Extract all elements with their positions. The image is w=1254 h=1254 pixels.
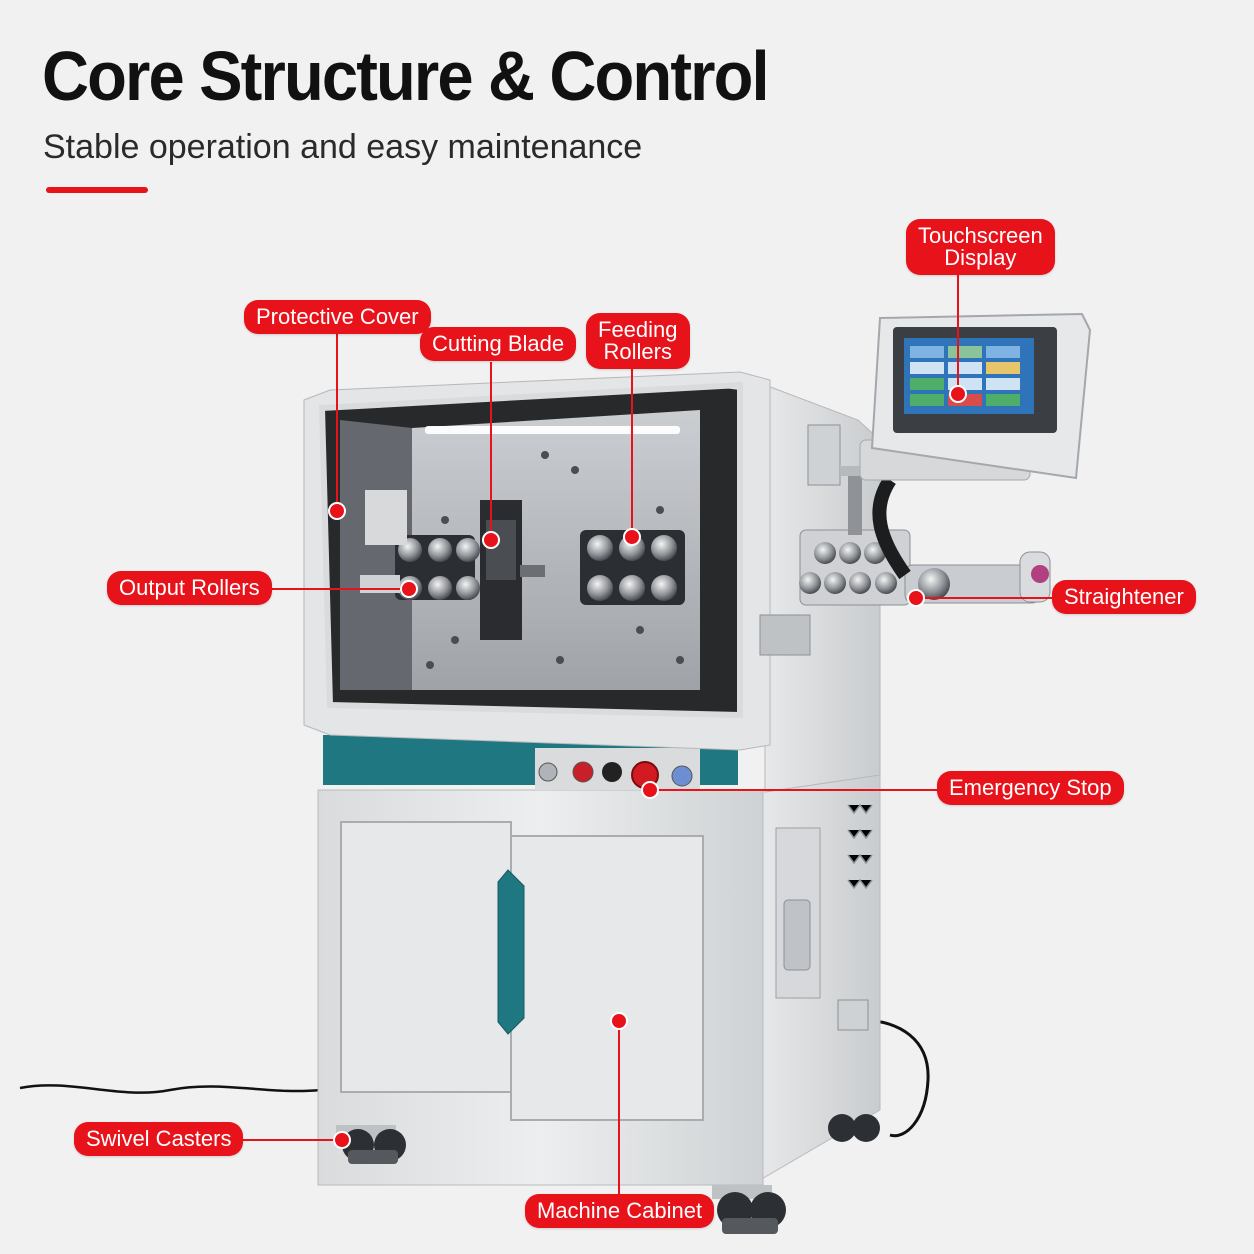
leader-dots	[328, 385, 967, 1149]
caster-front-right	[712, 1185, 786, 1234]
straightener-wheel	[918, 568, 950, 600]
callout-protective-cover: Protective Cover	[244, 300, 431, 334]
callout-straightener: Straightener	[1052, 580, 1196, 614]
screen-cable	[872, 476, 911, 580]
callout-output-rollers: Output Rollers	[107, 571, 272, 605]
page-title: Core Structure & Control	[42, 37, 770, 115]
power-cable	[19, 1084, 321, 1094]
control-knob	[602, 762, 622, 782]
callout-emergency-stop: Emergency Stop	[937, 771, 1124, 805]
protective-cover	[318, 381, 743, 719]
warning-label	[365, 490, 407, 545]
dot-output-rollers	[400, 580, 418, 598]
air-hose	[859, 1018, 930, 1138]
output-guide	[360, 575, 400, 593]
door-handle-slot	[497, 869, 525, 1035]
wire-inlet	[1031, 565, 1049, 583]
dot-feeding-rollers	[623, 528, 641, 546]
dot-protective-cover	[328, 502, 346, 520]
callout-feeding-rollers: Feeding Rollers	[586, 313, 690, 369]
dot-cutting-blade	[482, 531, 500, 549]
cabinet-door-left	[340, 821, 512, 1093]
cutting-blade-unit	[480, 500, 545, 640]
page-subtitle: Stable operation and easy maintenance	[43, 128, 643, 166]
control-button-5	[671, 765, 693, 787]
work-area-holes	[426, 451, 684, 669]
air-filter	[783, 899, 811, 971]
led-light-strip	[425, 426, 680, 434]
callout-machine-cabinet: Machine Cabinet	[525, 1194, 715, 1228]
control-button-2	[572, 761, 594, 783]
straightener-post-cap	[840, 466, 870, 476]
accent-underline	[46, 187, 148, 193]
straightener-post	[848, 470, 862, 535]
caster-rear-right	[828, 1114, 880, 1142]
side-port	[837, 999, 869, 1031]
dot-emergency-stop	[641, 781, 659, 799]
straightener-bracket	[759, 614, 811, 656]
control-button-1	[538, 762, 558, 782]
cabinet-door-right	[510, 835, 704, 1121]
straightener-mount	[807, 424, 841, 486]
callout-swivel-casters: Swivel Casters	[74, 1122, 244, 1156]
dot-swivel-casters	[333, 1131, 351, 1149]
dot-machine-cabinet	[610, 1012, 628, 1030]
dot-straightener	[907, 589, 925, 607]
callout-touchscreen-display: Touchscreen Display	[906, 219, 1055, 275]
work-area-left	[340, 420, 412, 690]
callout-cutting-blade: Cutting Blade	[420, 327, 577, 361]
leader-lines	[226, 272, 1052, 1194]
dot-touchscreen	[949, 385, 967, 403]
